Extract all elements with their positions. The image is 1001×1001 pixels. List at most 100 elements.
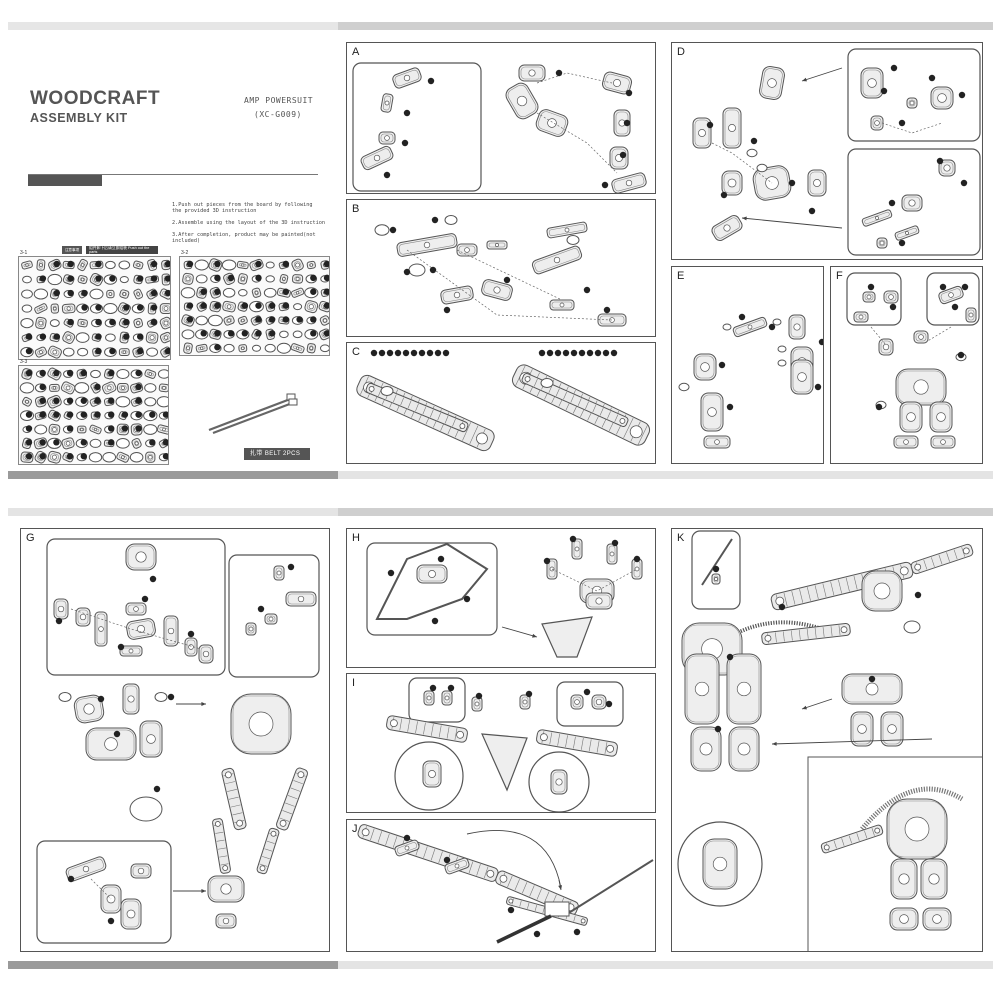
part-number-dot	[135, 397, 142, 404]
step-label-e: E	[677, 270, 685, 282]
part-number-dot	[578, 349, 586, 357]
assembly-guide-line	[70, 608, 202, 650]
part-outline	[870, 115, 884, 131]
part-number-dot	[94, 383, 101, 391]
part-number-dot	[95, 318, 102, 326]
part-outline	[106, 289, 115, 299]
step-label-h: H	[352, 532, 360, 544]
washer-part	[144, 397, 157, 407]
part-outline	[807, 169, 827, 197]
part-number-dot	[808, 207, 816, 215]
bottom-footer-bar	[8, 961, 993, 969]
part-outline	[94, 611, 108, 647]
part-number-dot	[958, 91, 966, 99]
part-number-dot	[108, 397, 115, 404]
top-header-bar	[8, 22, 993, 30]
part-number-dot	[67, 318, 74, 326]
belt-label: 扎带 BELT 2PCS	[244, 448, 310, 460]
step-panel-c: C	[346, 342, 656, 464]
part-outline	[570, 694, 584, 710]
part-outline	[728, 726, 760, 772]
part-number-dot	[39, 383, 46, 391]
model-code: (XC-G009)	[254, 110, 302, 119]
washer-part	[118, 260, 131, 270]
part-outline	[182, 272, 194, 285]
part-outline	[876, 237, 888, 249]
washer-part	[444, 215, 458, 225]
part-outline	[251, 287, 262, 298]
limb-assembly	[761, 622, 851, 646]
part-number-dot	[149, 439, 156, 446]
washer-part	[194, 259, 209, 271]
part-outline	[601, 71, 633, 95]
part-number-dot	[610, 349, 618, 357]
washer-part	[129, 452, 144, 463]
part-number-dot	[186, 316, 194, 323]
part-outline	[711, 573, 721, 585]
washer-part	[157, 369, 168, 379]
part-outline	[48, 423, 61, 436]
part-number-dot	[310, 274, 317, 282]
direction-arrow	[741, 217, 843, 229]
part-outline	[726, 653, 762, 725]
part-outline	[850, 711, 874, 747]
part-number-dot	[94, 411, 101, 418]
part-number-dot	[53, 369, 60, 377]
part-number-dot	[788, 179, 796, 187]
part-number-dot	[123, 318, 130, 326]
part-number-dot	[939, 283, 947, 291]
limb-assembly	[212, 818, 231, 874]
part-number-dot	[53, 411, 60, 418]
part-number-dot	[137, 304, 144, 311]
part-number-dot	[875, 403, 883, 411]
part-number-dot	[323, 274, 329, 282]
part-number-dot	[241, 302, 248, 309]
washer-part	[207, 314, 223, 327]
parts-sheet-3-1	[18, 256, 171, 360]
part-number-dot	[533, 930, 541, 938]
part-outline	[505, 82, 539, 120]
part-number-dot	[554, 349, 562, 357]
part-outline	[378, 131, 396, 145]
part-outline	[360, 145, 394, 171]
part-outline	[938, 285, 964, 305]
part-number-dot	[141, 595, 149, 603]
part-outline	[215, 913, 237, 929]
part-number-dot	[503, 276, 511, 284]
washer-part	[265, 261, 275, 269]
part-outline	[35, 316, 47, 330]
part-outline	[304, 300, 319, 314]
part-outline	[290, 343, 305, 354]
part-number-dot	[255, 316, 262, 323]
limb-assembly	[521, 372, 629, 428]
part-number-dot	[323, 288, 329, 295]
assembly-guide-line	[406, 249, 613, 321]
part-number-dot	[443, 306, 451, 314]
part-outline	[77, 258, 88, 272]
part-outline	[571, 538, 583, 560]
cover-dark-tab	[28, 175, 102, 186]
part-number-dot	[39, 369, 46, 377]
part-number-dot	[401, 139, 409, 147]
part-number-dot	[67, 289, 74, 297]
part-number-dot	[135, 383, 142, 391]
step-label-d: D	[677, 46, 685, 58]
part-number-dot	[387, 569, 395, 577]
part-outline	[392, 67, 422, 89]
part-number-dot	[255, 274, 262, 282]
part-number-dot	[282, 302, 290, 309]
part-number-dot	[928, 74, 936, 82]
part-number-dot	[109, 318, 116, 326]
part-number-dot	[164, 347, 170, 355]
washer-part	[22, 275, 32, 284]
part-number-dot	[447, 684, 455, 692]
washer-part	[105, 333, 116, 342]
part-number-dot	[117, 643, 125, 651]
washer-part	[223, 343, 235, 353]
part-number-dot	[95, 260, 102, 268]
part-number-dot	[818, 338, 823, 346]
part-number-dot	[113, 730, 121, 738]
part-number-dot	[720, 191, 728, 199]
part-number-dot	[97, 695, 105, 703]
part-outline	[591, 694, 607, 710]
